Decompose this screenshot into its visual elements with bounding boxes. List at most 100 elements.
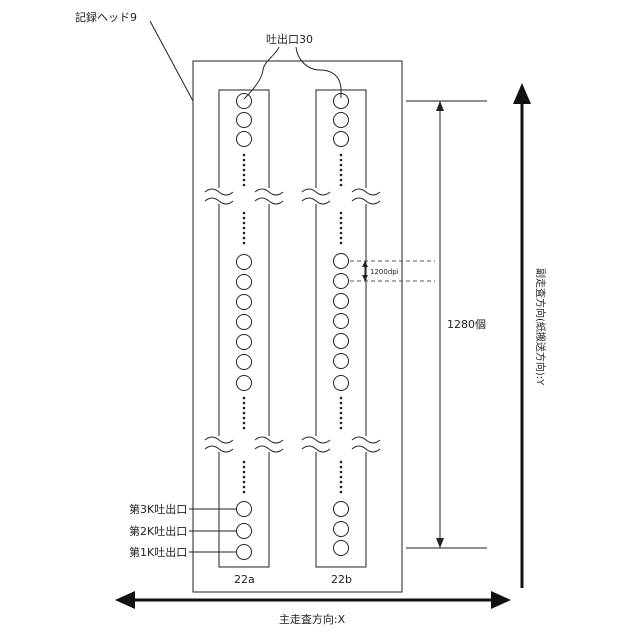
nozzle-22a xyxy=(237,113,252,128)
nozzle-22a xyxy=(237,132,252,147)
continuation-dot xyxy=(340,237,343,240)
continuation-dot xyxy=(243,427,246,430)
nozzle-22b xyxy=(334,376,349,391)
continuation-dot xyxy=(243,476,246,479)
continuation-dot xyxy=(243,174,246,177)
continuation-dot xyxy=(243,154,246,157)
continuation-dot xyxy=(243,422,246,425)
nozzle-22a xyxy=(237,335,252,350)
nozzle-2k-label: 第2K吐出口 xyxy=(129,524,187,538)
continuation-dot xyxy=(340,486,343,489)
row-22a-label: 22a xyxy=(234,573,255,586)
nozzle-22a xyxy=(237,376,252,391)
continuation-dot xyxy=(243,412,246,415)
continuation-dot xyxy=(243,397,246,400)
continuation-dot xyxy=(243,169,246,172)
nozzle-22b xyxy=(334,113,349,128)
nozzle-22b xyxy=(334,502,349,517)
continuation-dot xyxy=(243,471,246,474)
nozzle-22b xyxy=(334,522,349,537)
continuation-dot xyxy=(340,471,343,474)
continuation-dot xyxy=(340,491,343,494)
continuation-dot xyxy=(340,227,343,230)
nozzle-3k-label: 第3K吐出口 xyxy=(129,502,187,516)
nozzle-22b xyxy=(334,314,349,329)
continuation-dot xyxy=(340,476,343,479)
continuation-dot xyxy=(340,466,343,469)
continuation-dot xyxy=(340,222,343,225)
continuation-dot xyxy=(340,154,343,157)
nozzle-22b xyxy=(334,132,349,147)
nozzle-22b xyxy=(334,274,349,289)
head-body xyxy=(193,61,402,592)
continuation-dot xyxy=(243,212,246,215)
pitch-arrow-up xyxy=(362,261,368,267)
continuation-dot xyxy=(340,417,343,420)
continuation-dot xyxy=(243,417,246,420)
continuation-dot xyxy=(243,486,246,489)
continuation-dot xyxy=(243,159,246,162)
count-arrow-up xyxy=(436,101,444,111)
continuation-dot xyxy=(243,164,246,167)
continuation-dot xyxy=(340,481,343,484)
continuation-dot xyxy=(340,212,343,215)
continuation-dot xyxy=(340,407,343,410)
continuation-dot xyxy=(243,466,246,469)
nozzle-1k-label: 第1K吐出口 xyxy=(129,545,187,559)
nozzle-22a xyxy=(237,502,252,517)
nozzle-leader-left xyxy=(244,47,279,99)
nozzle-22a xyxy=(237,355,252,370)
sub-scan-label: 副走査方向(紙搬送方向):Y xyxy=(534,268,547,386)
nozzle-22b xyxy=(334,334,349,349)
continuation-dot xyxy=(340,422,343,425)
continuation-dot xyxy=(340,174,343,177)
continuation-dot xyxy=(243,217,246,220)
continuation-dot xyxy=(340,402,343,405)
continuation-dot xyxy=(340,159,343,162)
continuation-dot xyxy=(243,407,246,410)
continuation-dot xyxy=(243,232,246,235)
count-label: 1280個 xyxy=(447,318,486,331)
continuation-dot xyxy=(243,184,246,187)
continuation-dot xyxy=(340,412,343,415)
nozzle-22b xyxy=(334,294,349,309)
main-scan-arrow-left xyxy=(115,591,135,609)
continuation-dot xyxy=(243,227,246,230)
continuation-dot xyxy=(243,242,246,245)
continuation-dot xyxy=(340,179,343,182)
continuation-dot xyxy=(340,397,343,400)
continuation-dot xyxy=(243,402,246,405)
nozzle-22a xyxy=(237,275,252,290)
nozzle-22a xyxy=(237,94,252,109)
row-22b-label: 22b xyxy=(331,573,352,586)
nozzle-22a xyxy=(237,524,252,539)
continuation-dot xyxy=(340,169,343,172)
break-marks xyxy=(205,188,380,452)
nozzle-22a xyxy=(237,315,252,330)
nozzle-22b xyxy=(334,354,349,369)
head-label: 記録ヘッド9 xyxy=(75,10,137,24)
head-leader-line xyxy=(150,21,193,101)
continuation-dot xyxy=(340,461,343,464)
pitch-label: 1200dpi xyxy=(370,268,399,276)
continuation-dot xyxy=(340,242,343,245)
main-scan-arrow-right xyxy=(491,591,511,609)
continuation-dot xyxy=(243,461,246,464)
nozzles xyxy=(237,94,349,560)
nozzle-22b xyxy=(334,541,349,556)
sub-scan-arrow-up xyxy=(513,83,531,104)
nozzle-22b xyxy=(334,254,349,269)
continuation-dot xyxy=(340,217,343,220)
continuation-dot xyxy=(243,237,246,240)
nozzle-22a xyxy=(237,295,252,310)
main-scan-label: 主走査方向:X xyxy=(279,612,346,626)
nozzle-22a xyxy=(237,255,252,270)
continuation-dot xyxy=(340,427,343,430)
nozzle-row-22a xyxy=(219,90,269,567)
continuation-dot xyxy=(243,481,246,484)
continuation-dot xyxy=(243,222,246,225)
nozzle-label: 吐出口30 xyxy=(266,32,313,46)
continuation-dot xyxy=(243,491,246,494)
continuation-dot xyxy=(340,232,343,235)
